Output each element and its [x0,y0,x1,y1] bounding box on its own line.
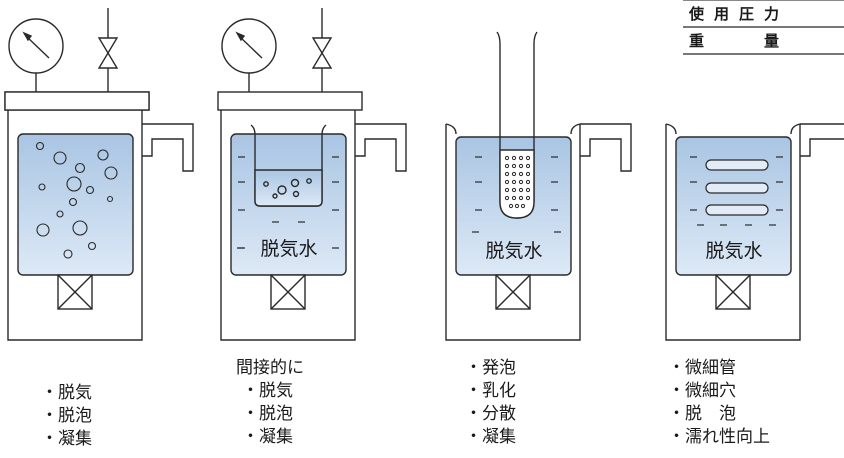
water-label: 脱気水 [260,238,317,260]
pressure-gauge-icon [8,18,64,92]
valve-icon [97,8,119,92]
bubbles [35,141,118,259]
motor-box-icon [57,274,93,310]
tank-indirect [217,8,407,341]
tank-direct [4,8,194,341]
lid [217,91,363,111]
water-dashes [690,156,783,226]
tank-tubes [665,123,844,341]
motor-box-icon [715,274,751,310]
inner-beaker [250,124,327,207]
caption-tubes: ・微細管 ・微細穴 ・脱 泡 ・濡れ性向上 [668,358,770,447]
valve-icon [311,8,333,92]
water-dashes [472,156,561,233]
micro-tubes-icon [705,159,769,216]
spec-label-pressure: 使用圧力 [683,0,844,28]
motor-box-icon [270,274,306,310]
spec-table: 使用圧力 重 量 [683,0,844,55]
water-label: 脱気水 [705,240,762,262]
lid [4,91,150,111]
pressure-gauge-icon [221,18,277,92]
tank-probe [445,31,632,341]
caption-indirect: 間接的に ・脱気 ・脱泡 ・凝集 [236,358,304,447]
caption-probe: ・発泡 ・乳化 ・分散 ・凝集 [465,358,516,447]
spec-label-weight: 重 量 [683,27,844,55]
probe-icon [496,31,538,219]
motor-box-icon [495,274,531,310]
caption-direct: ・脱気 ・脱泡 ・凝集 [41,383,92,449]
water-label: 脱気水 [485,240,542,262]
